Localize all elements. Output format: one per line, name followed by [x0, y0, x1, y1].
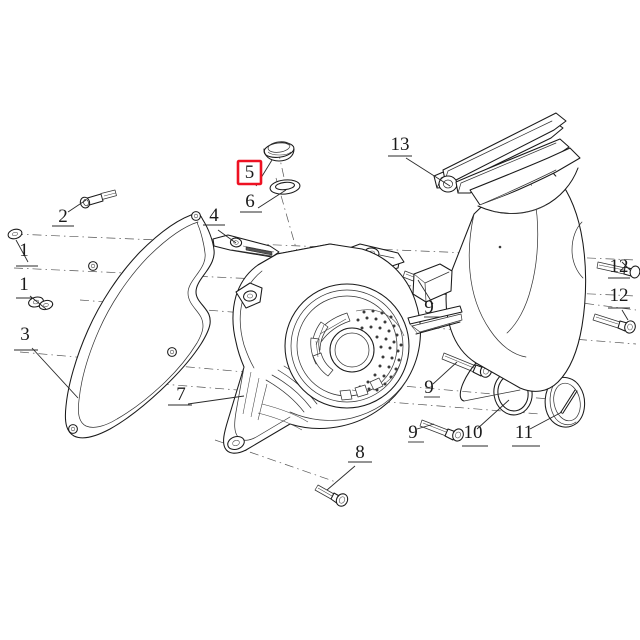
callout-label-text: 3: [20, 324, 30, 345]
callout-label-text: 8: [355, 442, 365, 463]
callout-label-text: 11: [515, 422, 533, 443]
washer-part-1-lower: [28, 296, 54, 311]
gasket-part-3: [64, 211, 215, 439]
callout-label-text: 10: [464, 422, 483, 443]
highlight-box: [236, 159, 263, 186]
callout-label-text: 1: [19, 274, 29, 295]
callout-label-text: 9: [424, 377, 434, 398]
callout-12-lower[interactable]: 12: [610, 285, 629, 306]
o-ring-part-6: [269, 179, 301, 195]
callout-label-text: 9: [424, 297, 434, 318]
flange-bolt-part-8: [314, 484, 349, 507]
callout-13[interactable]: 13: [391, 134, 410, 155]
callout-10[interactable]: 10: [464, 422, 483, 443]
callout-6[interactable]: 6: [245, 191, 255, 212]
crankcase-cover-part-7: [223, 243, 421, 454]
callout-9-upper[interactable]: 9: [424, 297, 434, 318]
callout-8[interactable]: 8: [355, 442, 365, 463]
fan-blade-group: [310, 312, 351, 377]
callout-label-text: 6: [245, 191, 255, 212]
callout-11[interactable]: 11: [515, 422, 533, 443]
leader-lines: [14, 155, 631, 491]
callout-label-text: 12: [610, 256, 629, 277]
flange-bolt-part-9-lower: [419, 419, 464, 442]
inspection-cap-part-11: [544, 376, 586, 428]
callout-label-text: 1: [19, 240, 29, 261]
callout-2[interactable]: 2: [58, 206, 68, 227]
callout-3[interactable]: 3: [20, 324, 30, 345]
callout-5-highlighted[interactable]: 5: [236, 159, 263, 186]
flange-bolt-part-9-middle: [441, 352, 493, 378]
callout-9-lower[interactable]: 9: [408, 422, 418, 443]
callout-12-upper[interactable]: 12: [610, 256, 629, 277]
callout-4[interactable]: 4: [209, 205, 219, 226]
callout-label-text: 9: [408, 422, 418, 443]
flange-bolt-part-12-upper: [596, 261, 640, 279]
callout-9-middle[interactable]: 9: [424, 377, 434, 398]
callout-label-text: 2: [58, 206, 68, 227]
callout-1-lower[interactable]: 1: [19, 274, 29, 295]
washer-part-1-upper: [7, 228, 23, 240]
callout-1-upper[interactable]: 1: [19, 240, 29, 261]
filler-cap-part-5: [263, 141, 295, 162]
callout-7[interactable]: 7: [176, 384, 186, 405]
callout-label-text: 5: [245, 162, 255, 183]
callout-label-text: 13: [391, 134, 410, 155]
callout-label-text: 7: [176, 384, 186, 405]
flange-bolt-part-12-lower: [592, 313, 636, 334]
callout-label-text: 12: [610, 285, 629, 306]
guard-bracket-part-13: [407, 112, 587, 402]
callout-label-text: 4: [209, 205, 219, 226]
flange-bolt-part-2: [79, 189, 117, 209]
